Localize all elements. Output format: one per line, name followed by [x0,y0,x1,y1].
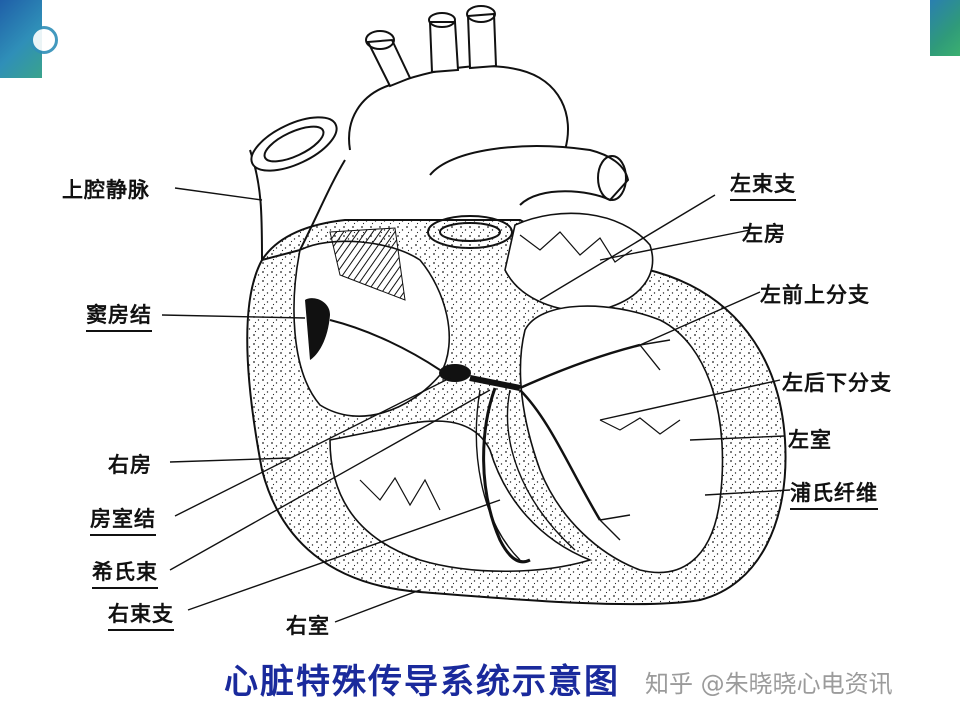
label-left-atrium: 左房 [742,218,786,248]
label-right-ventricle: 右室 [286,610,330,640]
label-superior-vena-cava: 上腔静脉 [62,174,150,204]
label-purkinje-fibers: 浦氏纤维 [790,477,878,510]
heart-body [247,213,785,604]
label-his-bundle: 希氏束 [92,556,158,589]
label-left-anterior-fascicle: 左前上分支 [760,279,870,309]
label-right-bundle-branch: 右束支 [108,598,174,631]
av-node-shape [439,364,471,382]
label-sa-node: 窦房结 [86,299,152,332]
label-left-bundle-branch: 左束支 [730,168,796,201]
label-left-ventricle: 左室 [788,424,832,454]
watermark: 知乎 @朱晓晓心电资讯 [645,664,893,699]
label-right-atrium: 右房 [108,449,152,479]
label-left-posterior-fascicle: 左后下分支 [782,367,892,397]
diagram-title: 心脏特殊传导系统示意图 [224,654,620,703]
label-av-node: 房室结 [90,503,156,536]
